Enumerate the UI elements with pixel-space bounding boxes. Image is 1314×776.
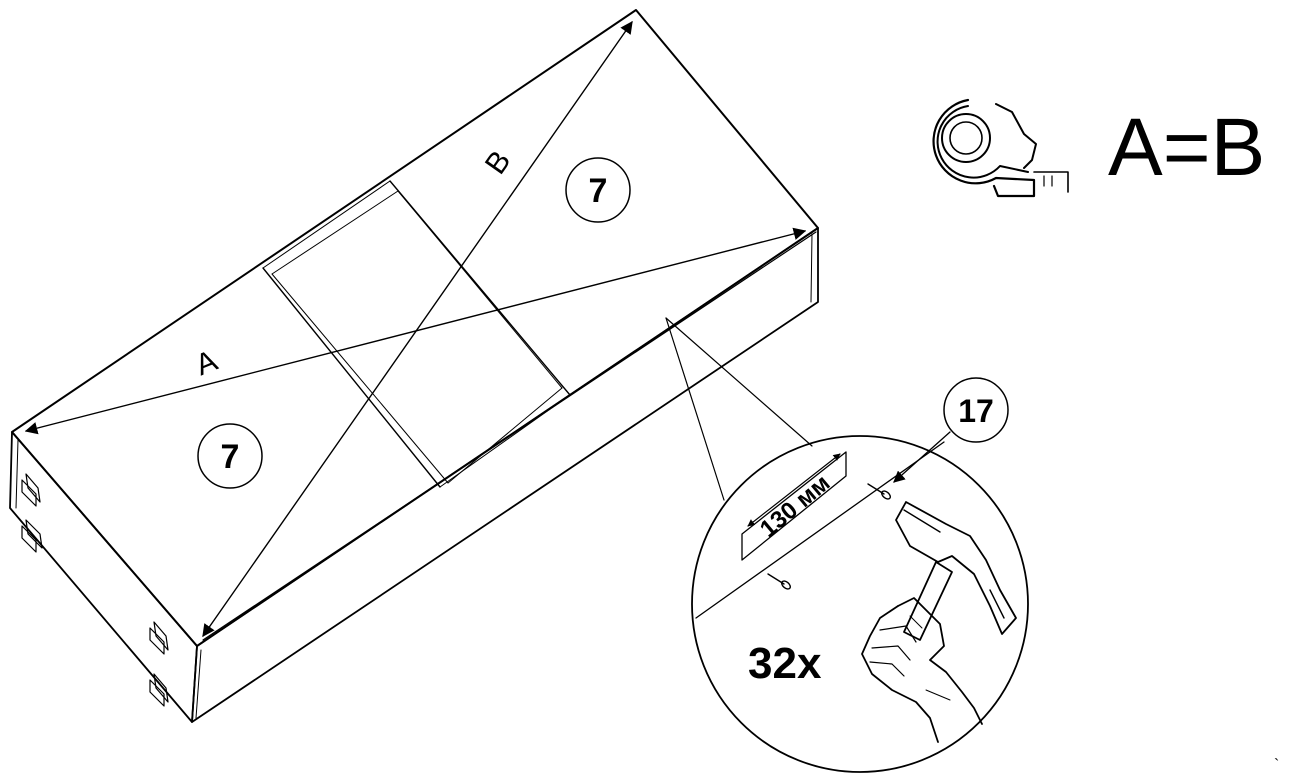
- nail-callout-leader: [893, 431, 951, 483]
- opening-top-edge: [271, 190, 399, 275]
- panel-callout-2: 7: [197, 423, 263, 489]
- top-face-outline: [11, 9, 819, 647]
- panel-callout-1: 7: [565, 157, 631, 223]
- left-panel-edge: [262, 267, 441, 488]
- nail-callout-circle: [943, 377, 1009, 443]
- hammer-icon: [895, 501, 1017, 641]
- tape-measure-icon: [932, 98, 1069, 198]
- zoom-callout: 130 мм 17 32x: [665, 317, 1029, 773]
- diagonal-a-label: A: [191, 344, 222, 382]
- nail-lower: [767, 573, 791, 590]
- dimension-label: 130 мм: [755, 469, 835, 543]
- left-end-face: [9, 431, 198, 723]
- stray-mark: `: [1274, 757, 1279, 774]
- dimension-arrow: [747, 453, 841, 527]
- zoom-board-edge: [695, 441, 945, 619]
- zoom-line-right: [665, 317, 813, 447]
- front-face-edge: [195, 649, 202, 719]
- front-face-edge-right: [810, 233, 813, 303]
- opening-front-edge-outer: [439, 394, 571, 488]
- hand-icon: [861, 597, 983, 743]
- left-face-edge: [15, 439, 19, 509]
- panel-callout-2-number: 7: [221, 438, 240, 476]
- nail-upper: [867, 483, 891, 500]
- zoom-circle: [691, 435, 1029, 773]
- right-panel-inner-edge: [397, 190, 563, 389]
- opening-back-edge: [262, 180, 391, 269]
- top-edge-thickness: [202, 231, 817, 641]
- panel-callout-1-number: 7: [589, 172, 608, 210]
- front-side-face: [191, 227, 819, 723]
- cam-fittings: [21, 473, 169, 707]
- cabinet-box: [9, 9, 819, 723]
- quantity-label: 32x: [748, 639, 822, 688]
- equation-label: A=B: [1108, 102, 1265, 193]
- zoom-line-left: [665, 317, 725, 501]
- diagonal-b-label: B: [479, 145, 518, 180]
- nail-callout-number: 17: [958, 393, 994, 429]
- diagonal-b-arrow: [202, 20, 633, 638]
- left-panel-inner-edge: [271, 273, 449, 484]
